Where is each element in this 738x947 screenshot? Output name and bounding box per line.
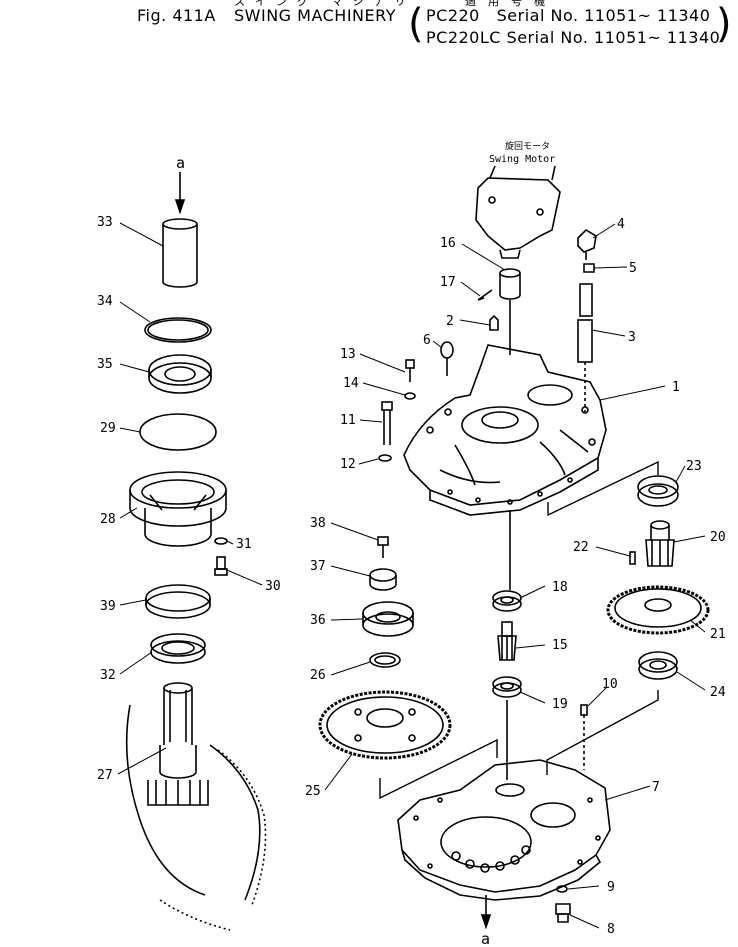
callout-4: 4 <box>617 217 625 232</box>
part-6-eye-bolt <box>440 341 454 376</box>
part-3-pipe <box>577 283 593 412</box>
callout-34: 34 <box>97 294 113 309</box>
part-12-washer <box>378 454 392 462</box>
ring-gear-outline <box>125 704 267 931</box>
callout-35: 35 <box>97 357 113 372</box>
part-32-seal <box>150 633 206 664</box>
callout-30: 30 <box>265 579 281 594</box>
callout-23: 23 <box>686 459 702 474</box>
part-20-shaft <box>645 520 675 567</box>
part-5-fitting <box>583 263 595 273</box>
callout-27: 27 <box>97 768 113 783</box>
part-19-bearing <box>492 676 522 698</box>
callout-9: 9 <box>607 880 615 895</box>
part-17-key <box>477 289 493 301</box>
part-1-upper-case <box>403 344 607 516</box>
part-8-plug <box>555 903 571 923</box>
callout-2: 2 <box>446 314 454 329</box>
part-15-pinion <box>497 621 517 661</box>
callout-11: 11 <box>340 413 356 428</box>
callout-10: 10 <box>602 677 618 692</box>
assembly-brackets <box>379 460 659 800</box>
part-26-ring <box>369 652 401 668</box>
callout-6: 6 <box>423 333 431 348</box>
left-paren: ( <box>408 1 424 47</box>
part-38-bolt <box>377 536 389 558</box>
callout-31: 31 <box>236 537 252 552</box>
callout-15: 15 <box>552 638 568 653</box>
callout-22: 22 <box>573 540 589 555</box>
part-2-plug <box>489 314 499 331</box>
callout-numbers: 1 2 3 4 5 6 7 8 9 10 11 12 13 14 15 16 1… <box>97 215 726 937</box>
callout-26: 26 <box>310 668 326 683</box>
figure-id: Fig. 411A <box>137 6 216 25</box>
callout-7: 7 <box>652 780 660 795</box>
callout-25: 25 <box>305 784 321 799</box>
callout-16: 16 <box>440 236 456 251</box>
part-23-bearing <box>637 475 679 507</box>
part-9-o-ring <box>556 885 568 893</box>
part-31-washer <box>214 537 228 545</box>
part-14-washer <box>404 392 416 400</box>
part-29-o-ring <box>139 413 217 451</box>
callout-28: 28 <box>100 512 116 527</box>
part-34-snap-ring <box>144 317 212 343</box>
japanese-applicability: 適用号機 <box>465 0 557 8</box>
applicability-line-2: PC220LC Serial No. 11051~ 11340 <box>426 28 721 47</box>
part-13-bolt <box>405 359 415 382</box>
callout-19: 19 <box>552 697 568 712</box>
part-24-bearing <box>638 651 678 680</box>
part-36-bearing <box>362 601 414 637</box>
part-25-gear <box>318 690 452 760</box>
japanese-title: スイング マシナリ <box>234 0 416 8</box>
callout-39: 39 <box>100 599 116 614</box>
part-22-key <box>629 551 636 565</box>
part-37-spacer <box>369 568 397 591</box>
part-30-bolt <box>214 556 228 576</box>
callout-3: 3 <box>628 330 636 345</box>
callout-14: 14 <box>343 376 359 391</box>
callout-38: 38 <box>310 516 326 531</box>
callout-29: 29 <box>100 421 116 436</box>
callout-13: 13 <box>340 347 356 362</box>
arrow-label-bottom: a <box>481 930 490 947</box>
callout-21: 21 <box>710 627 726 642</box>
part-10-dowel <box>580 704 588 770</box>
callout-leaders <box>117 222 706 929</box>
part-4-breather <box>577 228 597 260</box>
applicability-line-1: PC220 Serial No. 11051~ 11340 <box>426 6 711 25</box>
right-paren: ) <box>716 1 732 47</box>
callout-18: 18 <box>552 580 568 595</box>
part-27-pinion-shaft <box>147 682 209 806</box>
callout-24: 24 <box>710 685 726 700</box>
swing-motor-label: Swing Motor <box>489 154 555 165</box>
swing-motor: 旋回モータ Swing Motor <box>475 140 561 259</box>
callout-5: 5 <box>629 261 637 276</box>
callout-37: 37 <box>310 559 326 574</box>
swing-motor-label-jp: 旋回モータ <box>505 140 550 152</box>
part-28-housing <box>129 471 227 547</box>
callout-33: 33 <box>97 215 113 230</box>
arrow-label-top: a <box>176 154 185 172</box>
callout-8: 8 <box>607 922 615 937</box>
callout-1: 1 <box>672 380 680 395</box>
part-39-ring <box>145 584 211 619</box>
callout-20: 20 <box>710 530 726 545</box>
bottom-arrow-a: a <box>480 895 492 947</box>
part-33-sleeve <box>162 218 198 288</box>
part-7-lower-case <box>397 759 611 901</box>
figure-title: SWING MACHINERY <box>234 6 396 25</box>
part-16-coupling <box>499 268 521 355</box>
part-21-gear <box>606 585 710 635</box>
top-arrow-a: a <box>174 154 186 215</box>
part-18-bearing <box>492 590 522 612</box>
part-35-bearing <box>148 354 212 394</box>
part-11-bolt <box>381 401 393 445</box>
callout-12: 12 <box>340 457 356 472</box>
callout-32: 32 <box>100 668 116 683</box>
callout-36: 36 <box>310 613 326 628</box>
callout-17: 17 <box>440 275 456 290</box>
